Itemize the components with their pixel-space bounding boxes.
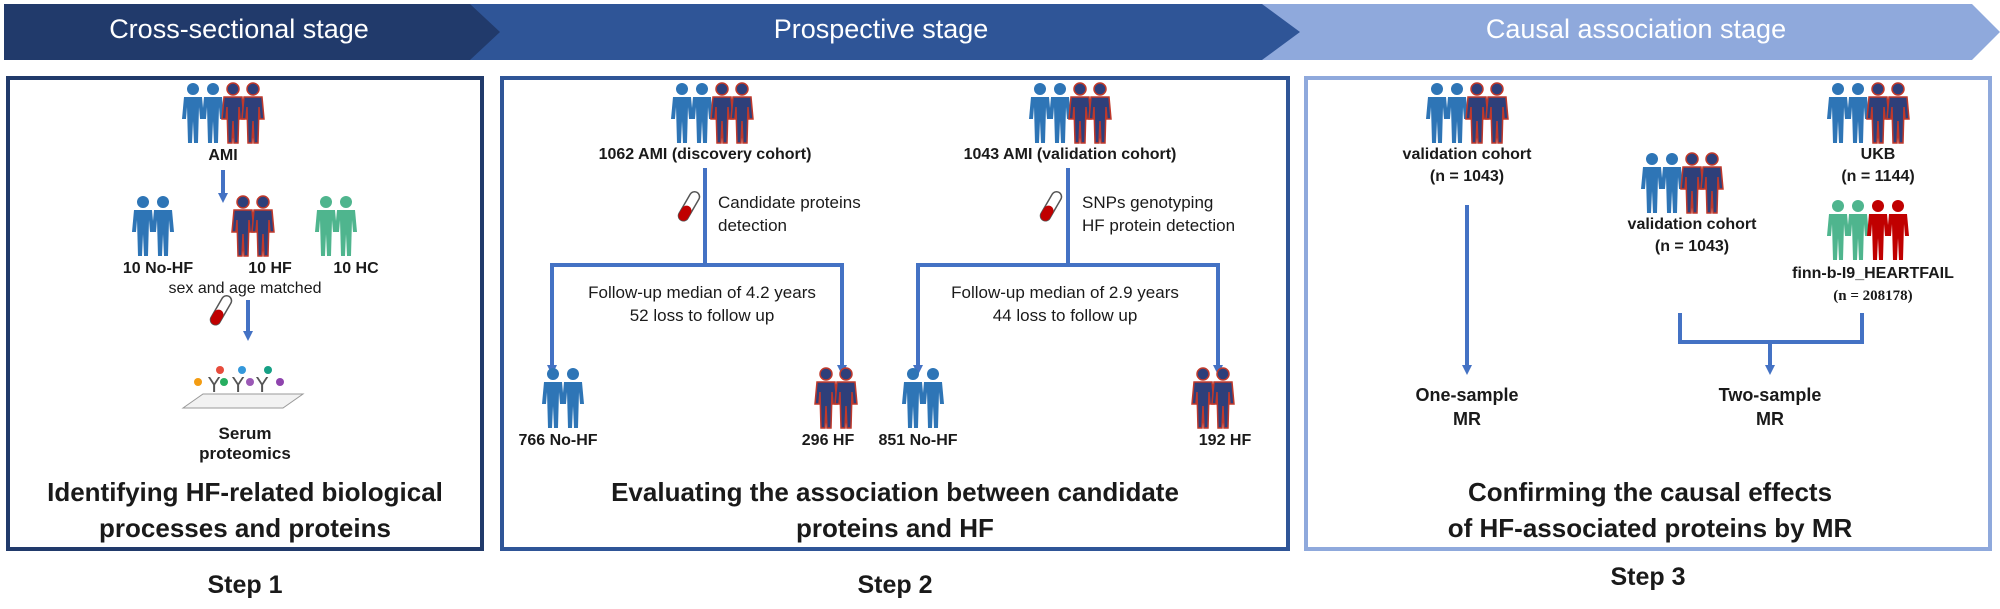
svg-text:Y: Y <box>231 373 245 397</box>
followup-validation-line1: Follow-up median of 2.9 years <box>951 283 1179 302</box>
stage-banner-2 <box>470 4 1300 60</box>
blood-tube-icon-step1 <box>209 294 233 326</box>
one-sample-mr-line2: MR <box>1453 409 1481 429</box>
step3-title-line1: Confirming the causal effects <box>1467 477 1833 507</box>
step2-title-line2: proteins and HF <box>796 513 994 543</box>
step3-validation-left-label: validation cohort <box>1402 146 1532 163</box>
svg-text:Y: Y <box>255 373 269 397</box>
ukb-icon <box>1827 82 1910 144</box>
outcome-192-hf-icon <box>1191 367 1235 429</box>
outcome-851-nohf-label: 851 No-HF <box>878 432 958 449</box>
step3-validation-mid-icon <box>1641 152 1724 214</box>
no-hf-count-label: 10 No-HF <box>122 260 194 277</box>
step1-title: Identifying HF-related biological proces… <box>14 474 476 546</box>
line-discovery-split <box>550 263 844 352</box>
one-sample-mr-line1: One-sample <box>1415 385 1519 405</box>
blood-tube-icon-validation <box>1039 190 1063 222</box>
outcome-192-hf-label: 192 HF <box>1198 432 1252 449</box>
followup-discovery-line1: Follow-up median of 4.2 years <box>588 283 816 302</box>
proteomics-label: proteomics <box>199 444 291 463</box>
step1-label: Step 1 <box>207 571 283 599</box>
matched-note: sex and age matched <box>168 280 322 297</box>
step3-validation-mid-label: validation cohort <box>1627 216 1757 233</box>
outcome-851-nohf-icon <box>902 368 944 428</box>
outcome-766-nohf-icon <box>542 368 584 428</box>
finn-label: finn-b-I9_HEARTFAIL <box>1792 265 1954 282</box>
hc-pair-icon <box>315 196 357 256</box>
outcome-296-hf-label: 296 HF <box>801 432 855 449</box>
step2-title-line1: Evaluating the association between candi… <box>611 477 1179 507</box>
finn-n: (n = 208178) <box>1833 288 1913 304</box>
hf-pair-icon <box>231 195 275 257</box>
blood-tube-icon-discovery <box>677 190 701 222</box>
outcome-296-hf-icon <box>814 367 858 429</box>
outcome-766-nohf-label: 766 No-HF <box>518 432 598 449</box>
stage-label-causal: Causal association stage <box>1485 14 1787 44</box>
svg-text:Y: Y <box>207 373 221 397</box>
step1-title-line1: Identifying HF-related biological <box>47 477 443 507</box>
finn-icon <box>1827 200 1909 260</box>
step1-panel <box>6 76 484 551</box>
discovery-cohort-label: 1062 AMI (discovery cohort) <box>598 146 812 163</box>
hc-count-label: 10 HC <box>333 260 379 277</box>
followup-discovery-line2: 52 loss to follow up <box>629 306 775 325</box>
two-sample-mr-line2: MR <box>1756 409 1784 429</box>
step3-panel <box>1304 76 1992 551</box>
proteomics-array-icon: Y Y Y <box>181 366 305 409</box>
stage-label-cross-sectional: Cross-sectional stage <box>109 14 369 44</box>
ukb-n: (n = 1144) <box>1841 168 1915 185</box>
step3-validation-mid-n: (n = 1043) <box>1654 238 1730 255</box>
stage-label-prospective: Prospective stage <box>773 14 989 44</box>
hf-count-label: 10 HF <box>248 260 292 277</box>
ami-group-icon <box>182 82 265 144</box>
validation-cohort-icon <box>1029 82 1112 144</box>
step2-label: Step 2 <box>857 571 933 599</box>
step3-validation-left-n: (n = 1043) <box>1429 168 1505 185</box>
candidate-detection-line2: detection <box>718 216 787 235</box>
step3-validation-left-icon <box>1426 82 1509 144</box>
stage-banner-1 <box>4 4 500 60</box>
stage-banner-3 <box>1262 4 2000 60</box>
step3-title: Confirming the causal effects of HF-asso… <box>1320 474 1980 546</box>
no-hf-pair-icon <box>132 196 174 256</box>
two-sample-mr-line1: Two-sample <box>1718 385 1822 405</box>
ukb-label: UKB <box>1860 146 1896 163</box>
step3-label: Step 3 <box>1610 563 1686 591</box>
line-validation-split <box>916 263 1220 352</box>
step2-title: Evaluating the association between candi… <box>520 474 1270 546</box>
step1-title-line2: processes and proteins <box>99 513 391 543</box>
ami-label: AMI <box>208 147 238 164</box>
serum-label: Serum <box>218 424 272 443</box>
step3-title-line2: of HF-associated proteins by MR <box>1447 513 1853 543</box>
discovery-cohort-icon <box>671 82 754 144</box>
candidate-detection-line1: Candidate proteins <box>718 193 861 212</box>
validation-cohort-label: 1043 AMI (validation cohort) <box>963 146 1177 163</box>
followup-validation-line2: 44 loss to follow up <box>992 306 1138 325</box>
step2-panel <box>500 76 1290 551</box>
snp-genotyping-line1: SNPs genotyping <box>1082 193 1214 212</box>
snp-genotyping-line2: HF protein detection <box>1082 216 1236 235</box>
